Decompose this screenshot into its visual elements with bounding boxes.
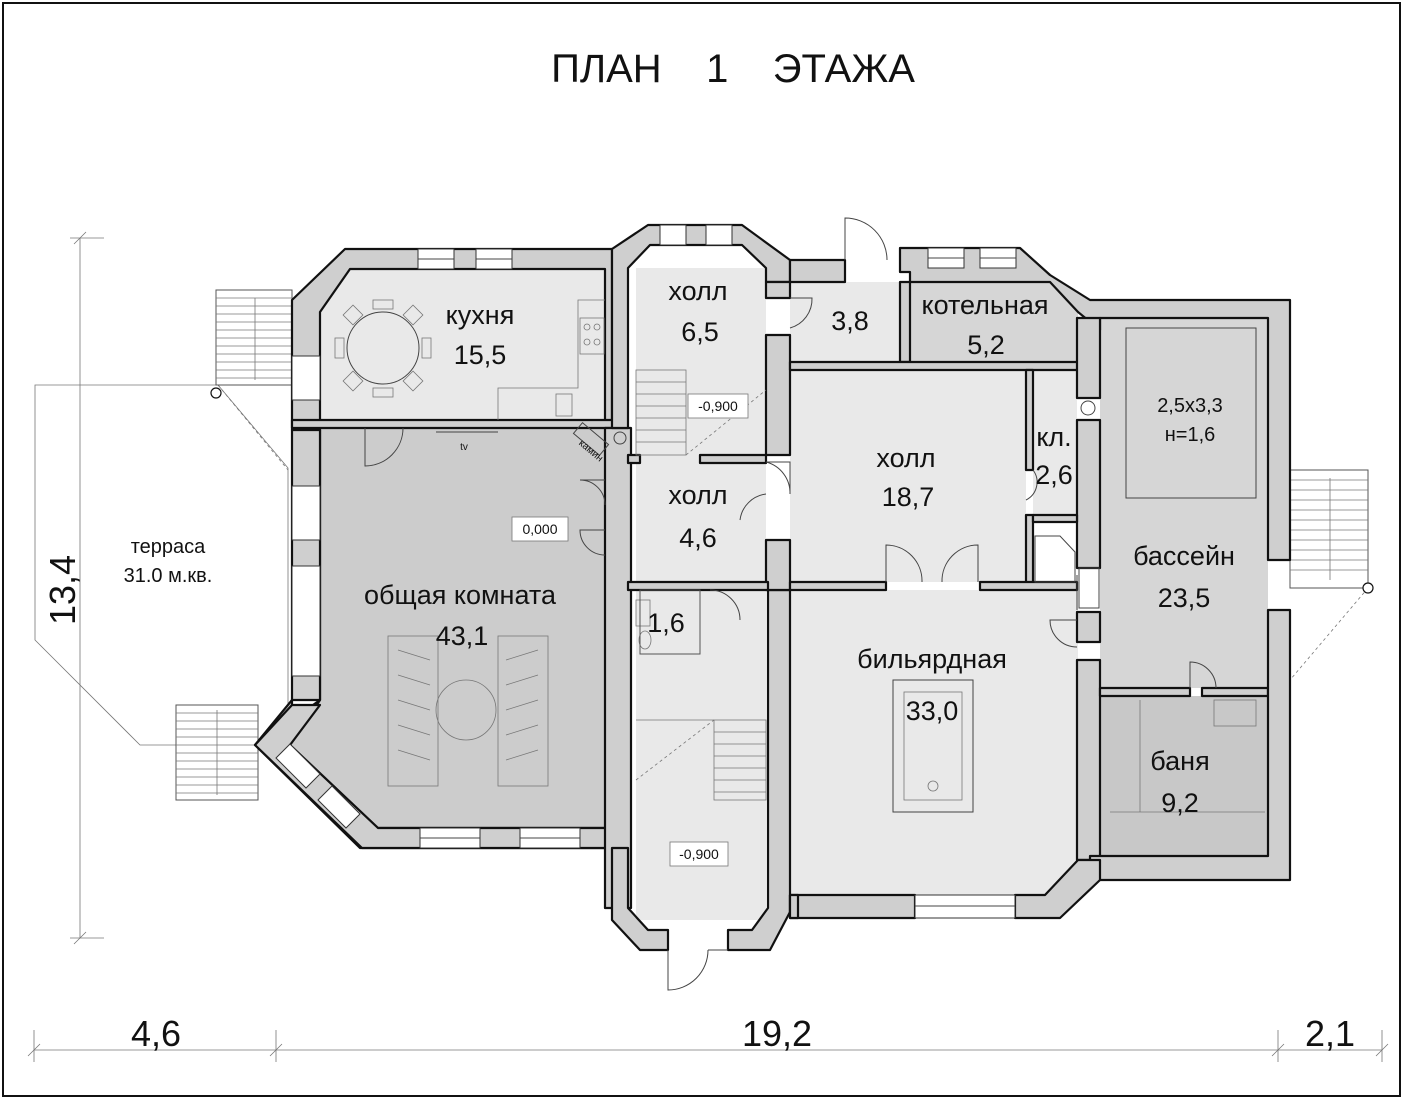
pool-tub-size: 2,5x3,3 — [1157, 395, 1223, 417]
windows — [275, 224, 1017, 919]
pool-filter — [1078, 567, 1100, 609]
terrace-name: терраса — [131, 536, 206, 558]
sauna-name: баня — [1150, 746, 1209, 776]
dim-left: 4,6 — [131, 1013, 181, 1054]
level-marks: -0,900 0,000 -0,900 — [511, 393, 749, 867]
level-living: 0,000 — [522, 521, 557, 537]
terrace-stairs-top — [210, 289, 293, 399]
dimension-lines: 13,4 4,6 19,2 2,1 — [27, 231, 1389, 1062]
dim-middle: 19,2 — [742, 1013, 812, 1054]
wc-fixtures — [635, 589, 701, 655]
living-name: общая комната — [364, 580, 557, 610]
sauna-bench — [1110, 699, 1265, 813]
level-hall-top: -0,900 — [698, 398, 738, 414]
hall-big-area: 18,7 — [882, 482, 935, 512]
billiard-area: 33,0 — [906, 696, 959, 726]
dim-height: 13,4 — [42, 555, 83, 625]
closet-name: кл. — [1036, 422, 1071, 452]
living-area: 43,1 — [436, 621, 489, 651]
terrace-stairs-bottom — [175, 704, 259, 801]
floor-fills — [290, 268, 1268, 920]
billiard-name: бильярдная — [857, 644, 1007, 674]
hall-top-name: холл — [668, 276, 727, 306]
boiler-unit — [1080, 400, 1096, 416]
shower — [1034, 535, 1076, 583]
pool-area: 23,5 — [1158, 583, 1211, 613]
level-stair-bottom: -0,900 — [679, 846, 719, 862]
pool-name: бассейн — [1133, 541, 1235, 571]
chimney — [613, 431, 627, 445]
pool-tub — [1125, 327, 1257, 499]
hall-center-name: холл — [668, 480, 727, 510]
billiard-table — [892, 679, 974, 813]
dim-right: 2,1 — [1305, 1013, 1355, 1054]
interior-stairs-top — [635, 369, 767, 456]
pool-stairs — [1289, 469, 1374, 681]
boiler-area: 5,2 — [967, 330, 1005, 360]
interior-stairs-bottom — [635, 719, 767, 801]
dining-table — [334, 299, 432, 398]
hall-big-name: холл — [876, 443, 935, 473]
pool-tub-depth: н=1,6 — [1165, 424, 1216, 446]
doors — [364, 217, 1217, 991]
kitchen-area: 15,5 — [454, 340, 507, 370]
terrace — [34, 289, 293, 801]
plan-title: ПЛАН 1 ЭТАЖА — [551, 47, 915, 91]
tv-label: tv — [460, 442, 468, 453]
terrace-area: 31.0 м.кв. — [124, 565, 213, 587]
sofa-group — [387, 635, 549, 787]
closet-area: 2,6 — [1035, 460, 1073, 490]
furniture: tv камин — [334, 299, 1265, 813]
boiler-name: котельная — [921, 290, 1048, 320]
kitchen-counter — [497, 299, 605, 420]
hall-top-area: 6,5 — [681, 317, 719, 347]
hall-center-area: 4,6 — [679, 523, 717, 553]
kitchen-name: кухня — [446, 300, 515, 330]
room-labels: кухня 15,5 холл 6,5 3,8 котельная 5,2 хо… — [124, 276, 1235, 818]
wc-area: 1,6 — [647, 608, 685, 638]
small-room-area: 3,8 — [831, 306, 869, 336]
sauna-area: 9,2 — [1161, 788, 1199, 818]
